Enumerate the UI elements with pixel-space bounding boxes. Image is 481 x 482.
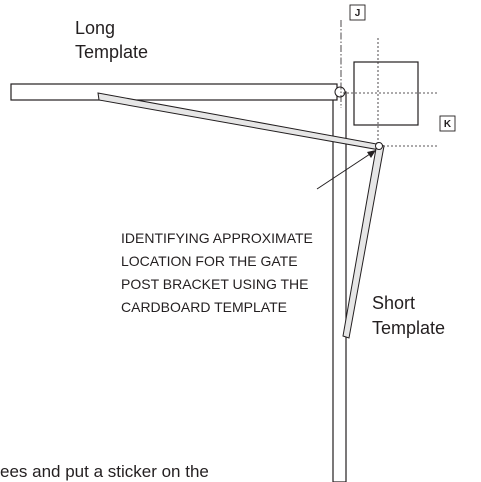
short-template-label-line: Short	[372, 293, 415, 313]
pointer-arrow-head	[367, 150, 376, 158]
long-template-label-line: Template	[75, 42, 148, 62]
short-template-label: Short Template	[372, 293, 445, 338]
short-template-label-line: Template	[372, 318, 445, 338]
note-line: POST BRACKET USING THE	[121, 276, 309, 292]
marker-k: K	[444, 119, 452, 130]
long-template-label-line: Long	[75, 18, 115, 38]
note-line: LOCATION FOR THE GATE	[121, 253, 298, 269]
template-joint-marker	[375, 142, 383, 150]
hinge-circle	[334, 86, 346, 98]
marker-j-box	[349, 4, 366, 21]
note-line: CARDBOARD TEMPLATE	[121, 299, 287, 315]
bracket-location-note: IDENTIFYING APPROXIMATE LOCATION FOR THE…	[121, 230, 317, 315]
footer-partial-text: ees and put a sticker on the	[0, 462, 209, 481]
marker-j: J	[355, 8, 361, 19]
pointer-arrow-line	[316, 151, 374, 190]
gate-rail	[10, 83, 338, 101]
bracket-square	[353, 61, 419, 126]
marker-k-box	[439, 115, 456, 132]
gate-post	[332, 91, 347, 482]
long-template-label: Long Template	[75, 18, 148, 62]
note-line: IDENTIFYING APPROXIMATE	[121, 230, 313, 246]
